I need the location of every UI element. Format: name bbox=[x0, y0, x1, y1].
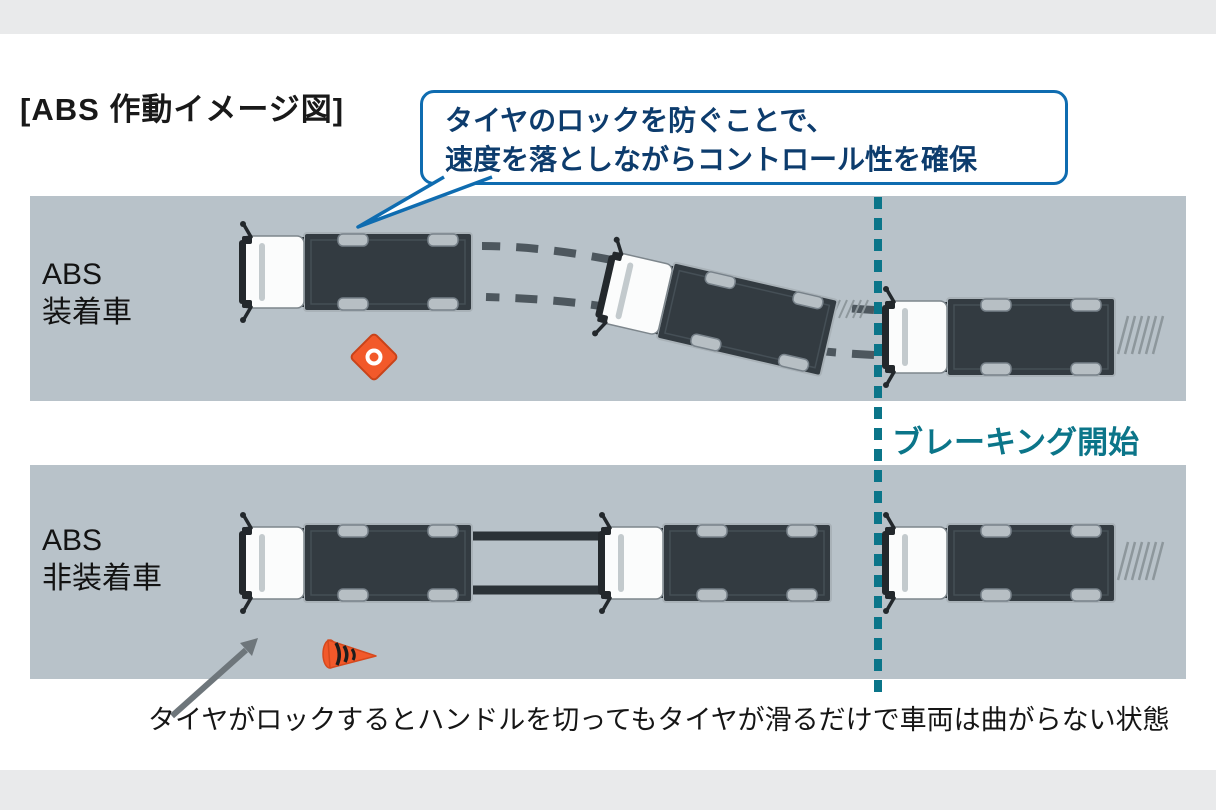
bottom-caption: タイヤがロックするとハンドルを切ってもタイヤが滑るだけで車両は曲がらない状態 bbox=[148, 705, 1170, 735]
noabs-edge-hatch bbox=[1116, 541, 1165, 581]
truck-noabs-impact bbox=[237, 510, 474, 616]
truck-noabs-sliding bbox=[596, 510, 833, 616]
abs-edge-hatch bbox=[1116, 315, 1165, 355]
callout-line-2: 速度を落としながらコントロール性を確保 bbox=[445, 143, 978, 175]
abs-callout-bubble: タイヤのロックを防ぐことで、 速度を落としながらコントロール性を確保 bbox=[420, 90, 1068, 185]
noabs-skid-marks bbox=[466, 531, 610, 595]
top-margin-strip bbox=[0, 0, 1216, 34]
caption-arrow-icon bbox=[170, 638, 258, 719]
no-abs-lane-label-line1: ABS bbox=[42, 524, 103, 557]
traffic-cone-fallen-icon bbox=[322, 639, 377, 669]
abs-lane-label: ABS 装着車 bbox=[42, 256, 132, 333]
abs-lane-label-line2: 装着車 bbox=[42, 296, 132, 330]
truck-abs-after-avoidance bbox=[237, 219, 474, 325]
no-abs-lane-label-line2: 非装着車 bbox=[42, 562, 162, 596]
hazard-marker-diamond-icon bbox=[350, 333, 398, 381]
bottom-margin-strip bbox=[0, 770, 1216, 810]
braking-start-label: ブレーキング開始 bbox=[892, 425, 1140, 460]
callout-line-1: タイヤのロックを防ぐことで、 bbox=[445, 105, 835, 136]
page-title: [ABS 作動イメージ図] bbox=[20, 92, 345, 127]
no-abs-lane-label: ABS 非装着車 bbox=[42, 522, 162, 599]
truck-noabs-before-braking bbox=[880, 510, 1117, 616]
abs-lane-label-line1: ABS bbox=[42, 258, 103, 291]
truck-abs-before-braking bbox=[880, 284, 1117, 390]
